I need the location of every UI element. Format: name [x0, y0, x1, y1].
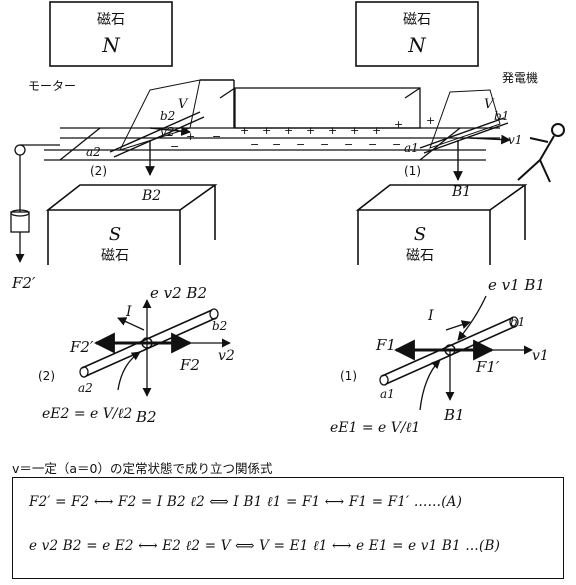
svg-text:−: −: [344, 138, 353, 151]
detail-b2-label: b2: [212, 319, 227, 333]
magnet-label: 磁石: [101, 248, 129, 264]
svg-text:−: −: [296, 138, 305, 151]
pole-s-label: S: [414, 224, 426, 245]
svg-text:+: +: [328, 124, 337, 137]
magnet-label: 磁石: [97, 12, 125, 28]
end-a2-label: a2: [86, 145, 101, 159]
detail-number-2: (2): [38, 369, 55, 383]
motor-label: モーター: [28, 79, 76, 93]
detail-b1-field-label: B1: [443, 406, 465, 424]
svg-text:+: +: [372, 124, 381, 137]
pole-n-label: N: [101, 33, 121, 57]
current-2-label: I: [125, 304, 132, 320]
svg-text:−: −: [250, 138, 259, 151]
svg-text:+: +: [262, 124, 271, 137]
svg-text:−: −: [368, 138, 377, 151]
end-b1-label: b1: [494, 109, 509, 123]
electric-force-2-label: eE2 = e V/ℓ2: [42, 406, 132, 422]
current-1-label: I: [427, 308, 434, 324]
velocity-v2-label: v2: [160, 125, 174, 139]
magnet-n-right: 磁石 N: [355, 1, 479, 67]
detail-a2-label: a2: [78, 381, 93, 395]
end-a1-label: a1: [404, 141, 419, 155]
svg-text:−: −: [212, 130, 221, 143]
magnet-s-right: [355, 184, 528, 265]
equation-box: F2′ = F2 ⟷ F2 = I B2 ℓ2 ⟺ I B1 ℓ1 = F1 ⟷…: [12, 477, 564, 579]
magnet-n-left: 磁石 N: [49, 1, 173, 67]
electric-force-1-label: eE1 = e V/ℓ1: [330, 420, 420, 436]
person-figure: [517, 123, 565, 183]
pulley-weight: [10, 144, 60, 263]
detail-b1-label: b1: [510, 315, 525, 329]
magnet-label: 磁石: [406, 248, 434, 264]
detail-rod-1: [379, 295, 533, 411]
detail-rod-2: [79, 299, 231, 397]
svg-text:+: +: [426, 114, 435, 127]
end-b2-label: b2: [160, 109, 175, 123]
pole-s-label: S: [109, 224, 121, 245]
svg-text:+: +: [350, 124, 359, 137]
detail-b2-field-label: B2: [135, 408, 157, 426]
svg-text:+: +: [284, 124, 293, 137]
generator-rod: [419, 89, 511, 181]
detail-v2-label: v2: [218, 348, 235, 364]
svg-text:+: +: [186, 130, 195, 143]
detail-f1p-label: F1′: [475, 358, 500, 376]
svg-text:−: −: [320, 138, 329, 151]
lorentz-force-1-label: e v1 B1: [488, 276, 545, 294]
svg-text:−: −: [170, 140, 179, 153]
weight-force-label: F2′: [11, 274, 36, 292]
pole-n-label: N: [407, 33, 427, 57]
motor-rod: [109, 79, 235, 176]
rod-number-1: (1): [404, 164, 421, 178]
svg-text:−: −: [392, 138, 401, 151]
detail-a1-label: a1: [380, 387, 395, 401]
detail-f2-label: F2: [179, 356, 200, 374]
svg-text:+: +: [394, 118, 403, 131]
voltage-label-left: V: [178, 97, 189, 112]
equation-a: F2′ = F2 ⟷ F2 = I B2 ℓ2 ⟺ I B1 ℓ1 = F1 ⟷…: [29, 494, 463, 510]
field-b1-label: B1: [451, 184, 471, 200]
generator-label: 発電機: [502, 70, 538, 85]
lorentz-force-2-label: e v2 B2: [150, 284, 207, 302]
svg-text:+: +: [240, 124, 249, 137]
relation-caption: v＝一定（a＝0）の定常状態で成り立つ関係式: [12, 461, 273, 476]
detail-number-1: (1): [340, 369, 357, 383]
charges: +++ +++ +++ −−− −−− −−− +: [170, 114, 435, 153]
magnet-label: 磁石: [403, 12, 431, 28]
rod-number-2: (2): [90, 164, 107, 178]
detail-f1-label: F1: [375, 336, 396, 354]
detail-v1-label: v1: [532, 348, 549, 364]
field-b2-label: B2: [141, 188, 161, 204]
svg-text:−: −: [272, 138, 281, 151]
detail-f2p-label: F2′: [69, 338, 94, 356]
equation-b: e v2 B2 = e E2 ⟷ E2 ℓ2 = V ⟺ V = E1 ℓ1 ⟷…: [29, 538, 501, 554]
velocity-v1-label: v1: [508, 133, 522, 147]
circuit-wires: [219, 87, 421, 129]
voltage-label-right: V: [484, 97, 495, 112]
magnet-s-left: [45, 184, 218, 265]
svg-text:+: +: [306, 124, 315, 137]
